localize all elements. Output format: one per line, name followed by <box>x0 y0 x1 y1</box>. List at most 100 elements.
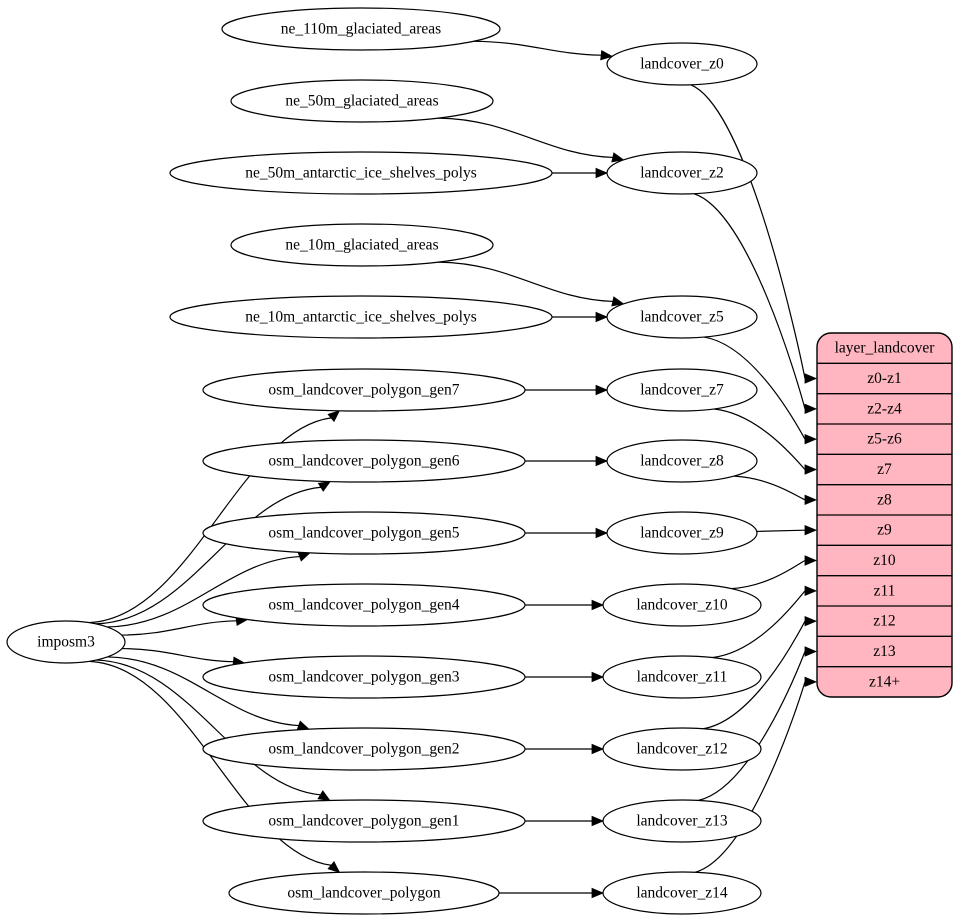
edge-arrowhead <box>327 861 341 874</box>
node-shape <box>606 42 758 86</box>
edge-arrowhead <box>804 433 818 445</box>
edge-imposm3-to-osm_landcover_polygon <box>88 660 332 866</box>
node-shape <box>606 368 758 412</box>
edge-arrowhead <box>591 887 605 899</box>
node-shape <box>169 151 553 195</box>
node-shape <box>602 655 762 699</box>
edge-imposm3-to-osm_landcover_polygon_gen6 <box>95 486 321 625</box>
node-shape <box>230 79 494 123</box>
record-row-z0-z1[interactable] <box>817 363 952 393</box>
node-osm_landcover_polygon_gen5[interactable]: osm_landcover_polygon_gen5 <box>202 511 526 555</box>
node-shape <box>6 620 126 664</box>
node-ne_50m_glaciated_areas[interactable]: ne_50m_glaciated_areas <box>230 79 494 123</box>
node-shape <box>230 223 494 267</box>
node-shape <box>606 151 758 195</box>
record-node-layer_landcover[interactable]: layer_landcoverz0-z1z2-z4z5-z6z7z8z9z10z… <box>816 332 953 698</box>
edge-landcover_z10-to-z10 <box>731 559 806 590</box>
edge-arrowhead <box>591 671 605 683</box>
edge-arrowhead <box>595 167 609 179</box>
edge-ne_50m_glaciated_areas-to-landcover_z2 <box>438 117 613 159</box>
record-row-z7[interactable] <box>817 454 952 484</box>
node-osm_landcover_polygon_gen1[interactable]: osm_landcover_polygon_gen1 <box>202 799 526 843</box>
node-landcover_z8[interactable]: landcover_z8 <box>606 439 758 483</box>
node-shape <box>606 295 758 339</box>
node-imposm3[interactable]: imposm3 <box>6 620 126 664</box>
edge-arrowhead <box>317 480 332 492</box>
edge-arrowhead <box>595 527 609 539</box>
node-landcover_z13[interactable]: landcover_z13 <box>602 799 762 843</box>
edge-arrowhead <box>804 464 818 475</box>
edge-arrowhead <box>804 615 818 627</box>
edge-landcover_z9-to-z9 <box>756 529 806 533</box>
node-shape <box>606 511 758 555</box>
edge-landcover_z13-to-z13 <box>698 651 806 802</box>
edge-landcover_z14-to-z14+ <box>694 681 806 873</box>
edge-arrowhead <box>595 384 609 396</box>
node-osm_landcover_polygon_gen7[interactable]: osm_landcover_polygon_gen7 <box>202 368 526 412</box>
edge-arrowhead <box>327 410 341 423</box>
edge-arrowhead <box>611 152 625 163</box>
record-row-z13[interactable] <box>817 636 952 666</box>
node-shape <box>202 655 526 699</box>
edge-arrowhead <box>296 720 311 731</box>
record-row-z14+[interactable] <box>817 667 952 697</box>
edge-landcover_z7-to-z7 <box>713 408 806 470</box>
nodes-layer: imposm3 ne_110m_glaciated_areas ne_50m_gla… <box>6 7 762 915</box>
edge-arrowhead <box>591 815 605 827</box>
edge-arrowhead <box>804 646 818 657</box>
node-shape <box>221 7 501 51</box>
edge-arrowhead <box>317 790 331 802</box>
node-landcover_z11[interactable]: landcover_z11 <box>602 655 762 699</box>
node-landcover_z2[interactable]: landcover_z2 <box>606 151 758 195</box>
edge-landcover_z0-to-z0-z1 <box>690 84 806 379</box>
node-landcover_z9[interactable]: landcover_z9 <box>606 511 758 555</box>
edge-arrowhead <box>591 743 605 755</box>
node-shape <box>202 368 526 412</box>
edge-arrowhead <box>600 49 614 61</box>
node-ne_50m_antarctic_ice_shelves_polys[interactable]: ne_50m_antarctic_ice_shelves_polys <box>169 151 553 195</box>
node-osm_landcover_polygon[interactable]: osm_landcover_polygon <box>228 871 500 915</box>
record-row-z8[interactable] <box>817 485 952 515</box>
node-landcover_z7[interactable]: landcover_z7 <box>606 368 758 412</box>
node-shape <box>202 799 526 843</box>
edge-arrowhead <box>804 585 818 597</box>
record-row-z10[interactable] <box>817 545 952 575</box>
node-osm_landcover_polygon_gen4[interactable]: osm_landcover_polygon_gen4 <box>202 583 526 627</box>
record-row-z5-z6[interactable] <box>817 424 952 454</box>
edge-ne_110m_glaciated_areas-to-landcover_z0 <box>473 40 602 56</box>
edge-arrowhead <box>804 676 818 688</box>
node-landcover_z14[interactable]: landcover_z14 <box>602 871 762 915</box>
node-osm_landcover_polygon_gen6[interactable]: osm_landcover_polygon_gen6 <box>202 439 526 483</box>
node-osm_landcover_polygon_gen3[interactable]: osm_landcover_polygon_gen3 <box>202 655 526 699</box>
edge-arrowhead <box>595 455 609 467</box>
edge-ne_10m_glaciated_areas-to-landcover_z5 <box>438 261 613 303</box>
edge-arrowhead <box>804 555 818 566</box>
node-osm_landcover_polygon_gen2[interactable]: osm_landcover_polygon_gen2 <box>202 727 526 771</box>
edge-landcover_z11-to-z11 <box>712 590 806 659</box>
node-ne_110m_glaciated_areas[interactable]: ne_110m_glaciated_areas <box>221 7 501 51</box>
node-landcover_z12[interactable]: landcover_z12 <box>602 727 762 771</box>
node-landcover_z10[interactable]: landcover_z10 <box>602 583 762 627</box>
node-shape <box>169 295 553 339</box>
node-landcover_z0[interactable]: landcover_z0 <box>606 42 758 86</box>
edge-arrowhead <box>611 296 625 307</box>
node-shape <box>602 871 762 915</box>
edge-arrowhead <box>804 494 818 506</box>
record-node-layer: layer_landcoverz0-z1z2-z4z5-z6z7z8z9z10z… <box>816 332 953 698</box>
edge-arrowhead <box>595 311 609 323</box>
node-landcover_z5[interactable]: landcover_z5 <box>606 295 758 339</box>
node-ne_10m_glaciated_areas[interactable]: ne_10m_glaciated_areas <box>230 223 494 267</box>
node-ne_10m_antarctic_ice_shelves_polys[interactable]: ne_10m_antarctic_ice_shelves_polys <box>169 295 553 339</box>
edge-imposm3-to-osm_landcover_polygon_gen3 <box>122 647 234 663</box>
node-shape <box>202 511 526 555</box>
record-row-z9[interactable] <box>817 515 952 545</box>
record-title-row[interactable] <box>817 333 952 363</box>
edge-imposm3-to-osm_landcover_polygon_gen7 <box>88 417 332 624</box>
record-row-z2-z4[interactable] <box>817 394 952 424</box>
edge-arrowhead <box>804 403 818 415</box>
node-shape <box>606 439 758 483</box>
record-row-z11[interactable] <box>817 576 952 606</box>
record-row-z12[interactable] <box>817 606 952 636</box>
